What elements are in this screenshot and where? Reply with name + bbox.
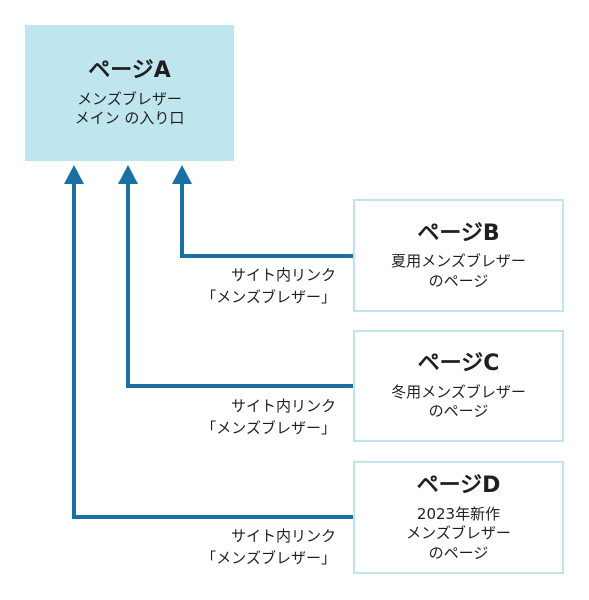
page-a-title: ページA [88, 58, 171, 84]
link-label-b: サイト内リンク 「メンズブレザー」 [201, 265, 336, 309]
page-c-line-2: のページ [428, 402, 489, 421]
page-d-line-2: メンズブレザー [406, 524, 511, 543]
page-b-title: ページB [417, 220, 500, 246]
link-label-c: サイト内リンク 「メンズブレザー」 [201, 396, 336, 440]
link-label-b-line-1: サイト内リンク [230, 266, 336, 284]
page-d-box: ページD 2023年新作 メンズブレザー のページ [353, 461, 564, 574]
page-c-line-1: 冬用メンズブレザー [391, 382, 526, 401]
page-b-line-2: のページ [428, 271, 489, 290]
link-label-c-line-2: 「メンズブレザー」 [201, 418, 336, 437]
page-d-title: ページD [416, 472, 501, 498]
page-a-box: ページA メンズブレザー メイン の入り口 [25, 25, 234, 161]
link-label-d-line-2: 「メンズブレザー」 [201, 548, 336, 567]
link-label-d: サイト内リンク 「メンズブレザー」 [201, 526, 336, 570]
page-b-line-1: 夏用メンズブレザー [391, 252, 526, 271]
arrow-c-to-a [126, 182, 353, 388]
link-label-c-line-1: サイト内リンク [230, 397, 336, 415]
page-a-line-2: メイン の入り口 [74, 109, 185, 128]
page-c-title: ページC [417, 351, 500, 377]
arrowhead-d [64, 165, 84, 184]
link-label-b-line-2: 「メンズブレザー」 [201, 287, 336, 306]
page-d-line-1: 2023年新作 [416, 504, 501, 523]
page-c-box: ページC 冬用メンズブレザー のページ [353, 330, 564, 442]
arrow-b-to-a [180, 182, 353, 258]
arrowhead-c [118, 165, 138, 184]
page-d-line-3: のページ [428, 543, 489, 562]
page-a-line-1: メンズブレザー [77, 89, 182, 108]
arrowhead-b [172, 165, 192, 184]
arrow-d-to-a [72, 182, 353, 519]
link-label-d-line-1: サイト内リンク [230, 527, 336, 545]
page-b-box: ページB 夏用メンズブレザー のページ [353, 199, 564, 312]
